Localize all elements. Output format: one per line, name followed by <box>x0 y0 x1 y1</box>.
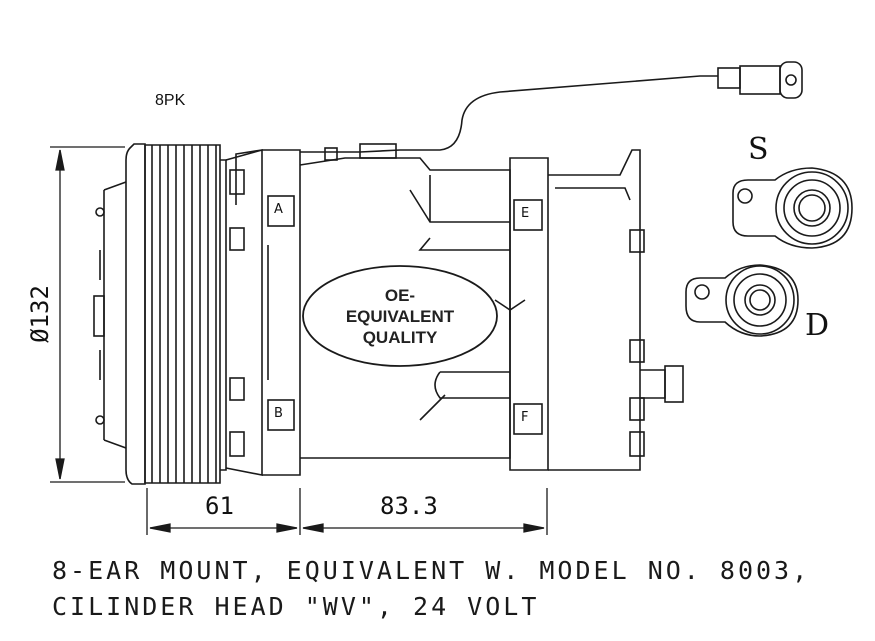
clutch-cable <box>235 61 803 205</box>
mount-tag-a: A <box>274 202 283 217</box>
suction-port-label: S <box>748 132 769 167</box>
pulley-offset-dimension-label: 61 <box>205 492 234 520</box>
badge-line-1: OE- <box>384 285 416 305</box>
mount-tag-f: F <box>521 410 529 425</box>
body-length-dimension-label: 83.3 <box>380 492 438 520</box>
discharge-port <box>685 264 799 337</box>
front-housing <box>225 148 301 476</box>
pulley-grooves <box>145 144 221 484</box>
dimension-horizontal <box>146 488 548 535</box>
badge-line-3: QUALITY <box>362 327 438 347</box>
caption-line-1: 8-EAR MOUNT, EQUIVALENT W. MODEL NO. 800… <box>52 556 811 585</box>
discharge-port-label: D <box>805 308 830 343</box>
mount-tag-b: B <box>274 406 283 421</box>
badge-ellipse <box>302 265 498 367</box>
badge-line-2: EQUIVALENT <box>345 306 455 326</box>
mount-tag-e: E <box>521 206 530 221</box>
oe-quality-badge: OE- EQUIVALENT QUALITY <box>305 268 495 364</box>
suction-port <box>732 167 853 249</box>
diameter-dimension-label: Ø132 <box>26 285 54 343</box>
dimension-diameter <box>50 146 125 483</box>
rear-housing <box>509 149 684 471</box>
pulley <box>93 143 227 485</box>
belt-type-label: 8PK <box>155 92 186 109</box>
caption-line-2: CILINDER HEAD "WV", 24 VOLT <box>52 592 540 621</box>
